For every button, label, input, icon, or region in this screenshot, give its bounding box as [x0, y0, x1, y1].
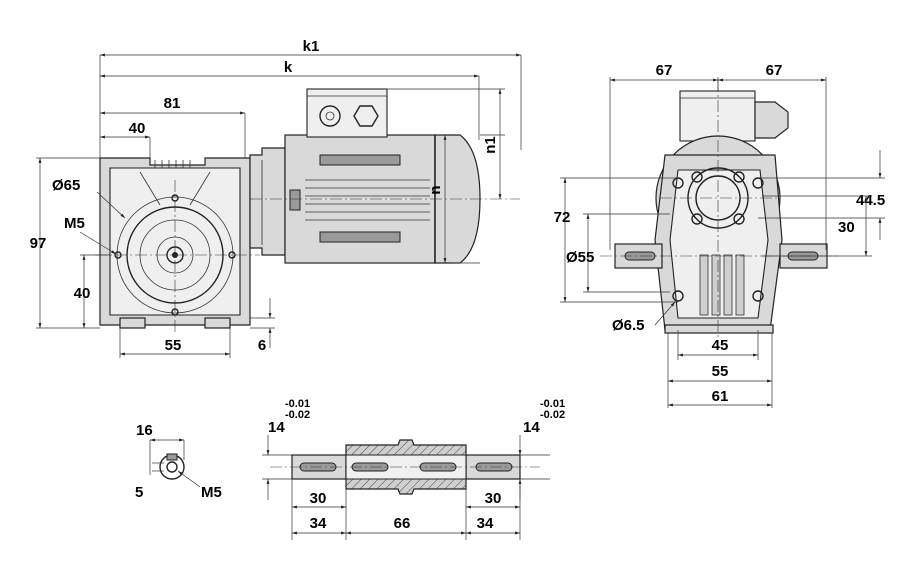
hollow-shaft-section: 14 -0.01 -0.02 14 -0.01 -0.02 30 30 34 6…	[262, 398, 565, 540]
dim-k1: k1	[303, 38, 320, 55]
dim-30-side: 30	[838, 219, 855, 236]
dim-67-right: 67	[766, 62, 783, 79]
shaft-end-detail: 16 5 M5	[135, 422, 222, 501]
dimensions-front-top: k1 k 81 40	[99, 38, 522, 158]
tol-left-lower: -0.02	[285, 409, 310, 421]
label-m5: M5	[64, 215, 85, 232]
dim-34-left: 34	[310, 515, 327, 532]
dim-14-left: 14	[268, 419, 285, 436]
dimensions-front-left: 97 40 Ø65 M5	[30, 157, 126, 329]
tol-right-upper: -0.01	[540, 398, 565, 410]
dim-66: 66	[394, 515, 411, 532]
dim-45: 45	[712, 337, 729, 354]
dim-40-left: 40	[74, 285, 91, 302]
dim-44-5: 44.5	[856, 192, 885, 209]
dim-55-front: 55	[165, 337, 182, 354]
dim-81: 81	[164, 95, 181, 112]
tol-right-lower: -0.02	[540, 409, 565, 421]
dim-55-side: 55	[712, 363, 729, 380]
dim-97: 97	[30, 235, 47, 252]
label-m5-detail: M5	[201, 484, 222, 501]
dim-5: 5	[135, 484, 143, 501]
dim-k: k	[284, 59, 293, 76]
dim-67-left: 67	[656, 62, 673, 79]
front-view: k1 k 81 40 n n1 97 40 Ø65 M5	[30, 38, 522, 358]
dim-34-right: 34	[477, 515, 494, 532]
dim-n: n	[427, 185, 444, 194]
dimensions-front-bottom: 55 6	[119, 298, 275, 358]
dimensions-front-right: n n1	[385, 88, 505, 264]
motor-body	[250, 88, 520, 264]
label-phi6-5: Ø6.5	[612, 317, 645, 334]
dim-6: 6	[258, 337, 266, 354]
side-view: 67 67 72 Ø55 44.5 30 Ø6.5 45 55 61	[554, 62, 885, 408]
dim-72: 72	[554, 209, 571, 226]
label-phi65: Ø65	[52, 177, 80, 194]
dim-40-top: 40	[129, 120, 146, 137]
dim-61: 61	[712, 388, 729, 405]
dim-16: 16	[136, 422, 153, 439]
label-phi55: Ø55	[566, 249, 594, 266]
dim-30-right: 30	[485, 490, 502, 507]
adapter-flange	[249, 147, 286, 256]
dim-n1: n1	[482, 136, 499, 154]
dim-30-left: 30	[310, 490, 327, 507]
tol-left-upper: -0.01	[285, 398, 310, 410]
dim-14-right: 14	[523, 419, 540, 436]
